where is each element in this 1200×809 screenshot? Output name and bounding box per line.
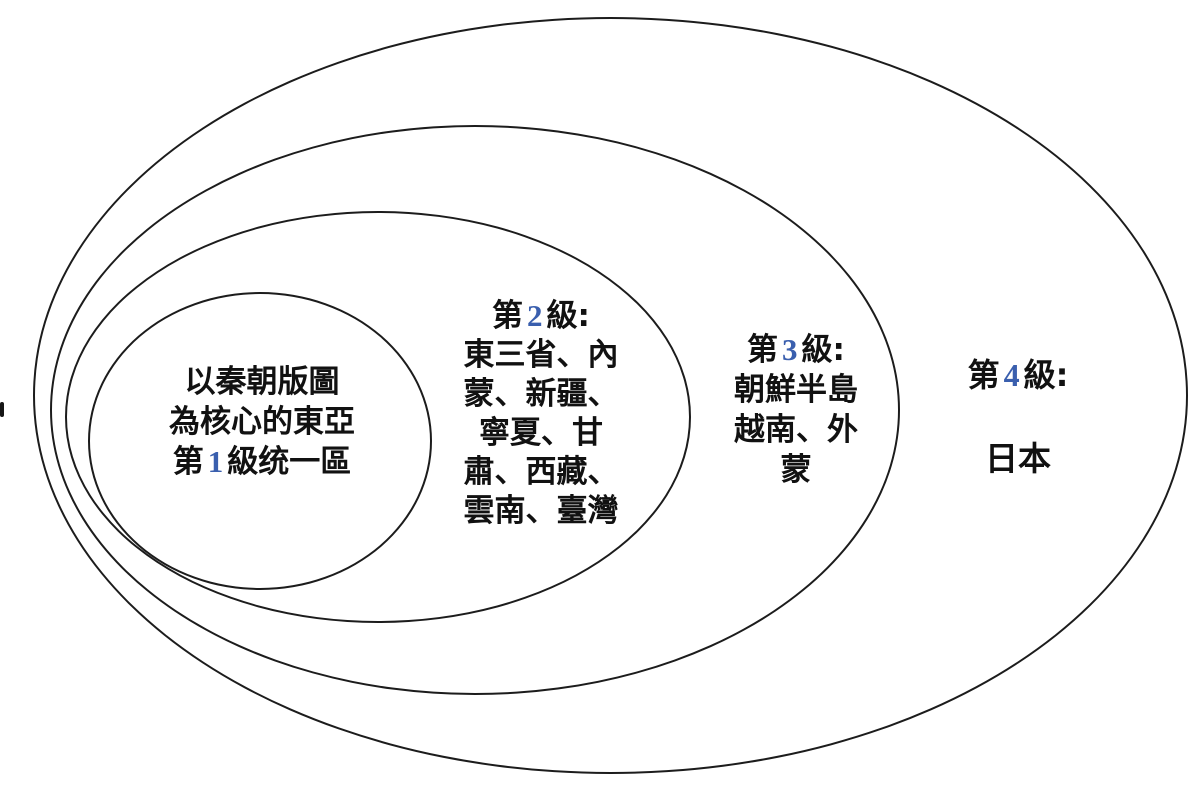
level-4-digit: 4 bbox=[1003, 357, 1020, 393]
level-1-line-1: 以秦朝版圖 bbox=[184, 364, 340, 400]
level-3-title-suffix: 級: bbox=[801, 332, 845, 368]
level-3-title-prefix: 第 bbox=[747, 332, 779, 368]
ellipse-level-4 bbox=[33, 17, 1188, 774]
level-2-title-prefix: 第 bbox=[492, 298, 524, 334]
level-3-line-3: 蒙 bbox=[780, 452, 812, 488]
level-1-line-3-prefix: 第 bbox=[172, 444, 204, 480]
level-1-line-2: 為核心的東亞 bbox=[169, 404, 355, 440]
ellipse-level-3 bbox=[50, 125, 900, 695]
level-2-title-suffix: 級: bbox=[546, 298, 590, 334]
level-4-label: 日本 bbox=[938, 438, 1098, 480]
level-2-line-2: 蒙、新疆、 bbox=[463, 376, 619, 412]
level-2-line-4: 肅、西藏、 bbox=[463, 454, 619, 490]
level-3-digit: 3 bbox=[782, 332, 798, 367]
ellipse-level-1 bbox=[88, 292, 432, 590]
level-2-digit: 2 bbox=[527, 298, 543, 333]
level-3-line-2: 越南、外 bbox=[734, 412, 858, 448]
level-3-line-1: 朝鮮半島 bbox=[734, 372, 858, 408]
level-4-line-1: 日本 bbox=[985, 439, 1051, 478]
level-1-digit: 1 bbox=[207, 444, 224, 479]
stray-mark bbox=[0, 402, 4, 417]
level-2-line-5: 雲南、臺灣 bbox=[463, 493, 619, 529]
level-2-line-1: 東三省、內 bbox=[463, 337, 619, 373]
ellipse-level-2 bbox=[65, 211, 691, 623]
level-1-line-3-suffix: 級统一區 bbox=[227, 444, 352, 480]
level-2-line-3: 寧夏、甘 bbox=[479, 415, 603, 451]
level-4-title-suffix: 級: bbox=[1023, 356, 1069, 394]
level-4-title-prefix: 第 bbox=[967, 356, 1000, 394]
